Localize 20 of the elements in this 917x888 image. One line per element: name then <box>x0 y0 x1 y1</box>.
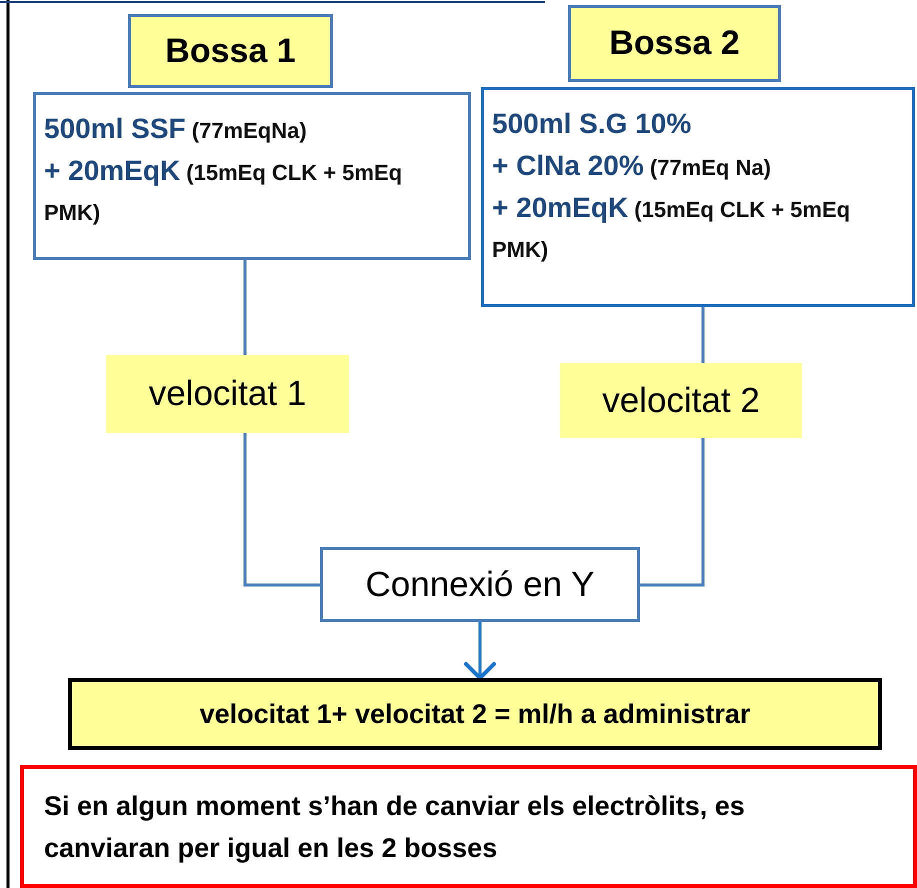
formula-box: velocitat 1+ velocitat 2 = ml/h a administrar <box>68 678 882 750</box>
solution-text: 500ml SSF (77mEqNa) <box>44 112 308 146</box>
bag-label: Bossa 2 <box>568 5 781 82</box>
connector-line <box>702 307 704 363</box>
note-text: Si en algun moment s’han de canviar els electròlits, es canviaran per igual en les 2 bosses <box>44 790 746 865</box>
bag-label: Bossa 1 <box>128 14 333 88</box>
solution-box <box>481 87 915 307</box>
connector-line <box>244 433 320 586</box>
connector-box: Connexió en Y <box>320 547 640 622</box>
solution-box <box>33 92 471 260</box>
note-box <box>20 765 917 888</box>
connector-line <box>640 438 704 586</box>
solution-text: + 20mEqK (15mEq CLK + 5mEq PMK) <box>44 154 404 227</box>
solution-text: 500ml S.G 10% <box>492 107 692 141</box>
solution-text: + 20mEqK (15mEq CLK + 5mEq PMK) <box>492 191 852 264</box>
rate-label: velocitat 1 <box>106 355 349 433</box>
rate-label: velocitat 2 <box>560 363 802 438</box>
arrow <box>464 622 496 680</box>
connector-line <box>244 260 246 355</box>
solution-text: + ClNa 20% (77mEq Na) <box>492 149 772 183</box>
